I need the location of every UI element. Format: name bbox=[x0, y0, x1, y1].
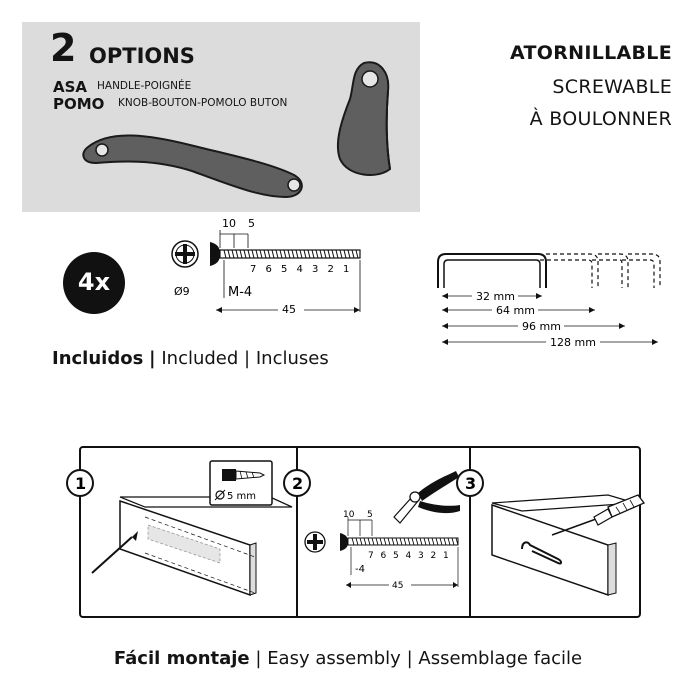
screw-type-es: ATORNILLABLE bbox=[509, 42, 672, 64]
step-1-badge bbox=[66, 469, 94, 497]
size-96-label: 96 mm bbox=[522, 320, 561, 333]
step-2-badge bbox=[283, 469, 311, 497]
step-3-badge bbox=[456, 469, 484, 497]
break-mark-1: 1 bbox=[343, 264, 349, 275]
screwdriver-icon bbox=[551, 494, 646, 536]
asa-label: ASA bbox=[53, 78, 88, 96]
step-3-number: 3 bbox=[465, 474, 476, 493]
step-2-break-mark-2: 2 bbox=[431, 551, 437, 561]
included-sep-2: | bbox=[244, 348, 251, 369]
included-sep-1: | bbox=[149, 348, 156, 369]
step-2-break-mark-4: 4 bbox=[406, 551, 412, 561]
assembly-es: Fácil montaje bbox=[113, 648, 250, 669]
included-en: Included bbox=[161, 348, 239, 369]
step-2-segment-b: 5 bbox=[367, 510, 373, 520]
step-2-thread-label: -4 bbox=[355, 564, 365, 575]
pomo-description: KNOB-BOUTON-POMOLO BUTON bbox=[118, 97, 288, 109]
included-text: Incluidos | Included | Incluses bbox=[52, 348, 329, 369]
step-2-number: 2 bbox=[292, 474, 303, 493]
quantity-badge: 4x bbox=[63, 252, 125, 314]
segment-a-label: 10 bbox=[222, 217, 236, 230]
mounted-handle-icon bbox=[521, 541, 562, 565]
step-2-break-mark-7: 7 bbox=[368, 551, 374, 561]
step-2-break-mark-6: 6 bbox=[381, 551, 387, 561]
leather-knob-illustration bbox=[336, 61, 392, 176]
step-2-break-mark-3: 3 bbox=[418, 551, 424, 561]
pliers-icon bbox=[393, 471, 460, 524]
drill-bit-icon bbox=[222, 469, 266, 481]
screw-type-en: SCREWABLE bbox=[552, 76, 672, 98]
options-title: OPTIONS bbox=[89, 44, 195, 68]
asa-description: HANDLE-POIGNÉE bbox=[97, 80, 192, 92]
pomo-label: POMO bbox=[53, 95, 105, 113]
assembly-fr: Assemblage facile bbox=[418, 648, 583, 669]
segment-b-label: 5 bbox=[248, 217, 255, 230]
head-diameter-label: Ø9 bbox=[174, 285, 190, 298]
assembly-sep-2: | bbox=[406, 648, 413, 669]
break-mark-4: 4 bbox=[297, 264, 303, 275]
assembly-text: Fácil montaje | Easy assembly | Assembla… bbox=[0, 648, 696, 669]
size-128-label: 128 mm bbox=[550, 336, 596, 349]
screw-type-fr: À BOULONNER bbox=[529, 108, 672, 130]
length-label: 45 bbox=[282, 303, 296, 316]
screw-head-icon bbox=[171, 240, 199, 268]
step-2-length-label: 45 bbox=[392, 581, 403, 591]
diameter-icon bbox=[215, 490, 225, 500]
break-mark-6: 6 bbox=[266, 264, 272, 275]
size-64-label: 64 mm bbox=[496, 304, 535, 317]
break-mark-2: 2 bbox=[328, 264, 334, 275]
break-mark-5: 5 bbox=[281, 264, 287, 275]
step-3-drawer-illustration bbox=[491, 494, 636, 597]
included-es: Incluidos bbox=[52, 348, 144, 369]
break-mark-7: 7 bbox=[250, 264, 256, 275]
assembly-en: Easy assembly bbox=[267, 648, 401, 669]
step-2-break-mark-5: 5 bbox=[393, 551, 399, 561]
handle-sizes-diagram: 32 mm 64 mm 96 mm 128 mm bbox=[437, 253, 661, 349]
drill-size-label: 5 mm bbox=[227, 491, 256, 502]
assembly-sep-1: | bbox=[255, 648, 262, 669]
leather-handle-illustration bbox=[82, 134, 303, 199]
step-1-number: 1 bbox=[75, 474, 86, 493]
included-fr: Incluses bbox=[255, 348, 329, 369]
size-32-label: 32 mm bbox=[476, 290, 515, 303]
step-2-segment-a: 10 bbox=[343, 510, 355, 520]
break-mark-3: 3 bbox=[312, 264, 318, 275]
thread-label: M-4 bbox=[228, 285, 252, 300]
options-number: 2 bbox=[50, 26, 77, 70]
step-2-break-mark-1: 1 bbox=[443, 551, 449, 561]
